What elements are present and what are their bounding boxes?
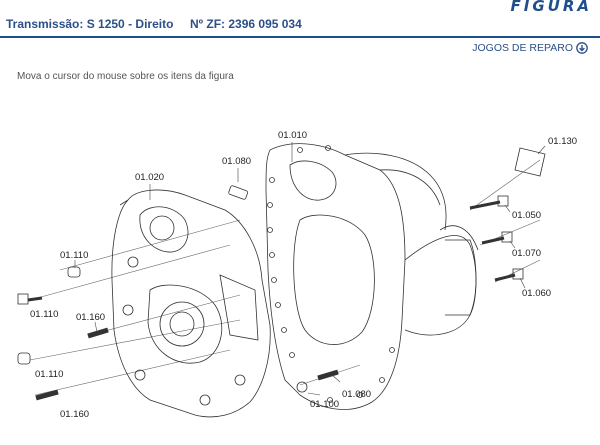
callout-01110a[interactable]: 01.110 bbox=[60, 250, 88, 261]
sleeve-part-01110a[interactable] bbox=[67, 266, 81, 278]
bolt-part-01070[interactable] bbox=[481, 231, 513, 245]
callout-01060[interactable]: 01.060 bbox=[522, 288, 551, 299]
zf-number: Nº ZF: 2396 095 034 bbox=[190, 17, 302, 31]
leader-lines bbox=[29, 159, 541, 396]
bolt-part-01110b[interactable] bbox=[17, 293, 43, 305]
callout-01010[interactable]: 01.010 bbox=[278, 130, 307, 141]
housing-cover-part[interactable] bbox=[111, 189, 271, 418]
instructions-text: Mova o cursor do mouse sobre os itens da… bbox=[17, 71, 234, 82]
plate-part-01130[interactable] bbox=[514, 147, 546, 177]
pin-part-01160a[interactable] bbox=[87, 327, 109, 339]
sleeve-part-01110c[interactable] bbox=[17, 352, 31, 365]
housing-bolt-holes bbox=[267, 145, 395, 403]
callout-01080a[interactable]: 01.080 bbox=[222, 156, 251, 167]
callout-01070[interactable]: 01.070 bbox=[512, 248, 541, 259]
callout-01160a[interactable]: 01.160 bbox=[76, 312, 105, 323]
callout-01100[interactable]: 01.100 bbox=[310, 399, 339, 410]
transmission-title: Transmissão: S 1250 - Direito bbox=[6, 17, 174, 31]
callout-01160b[interactable]: 01.160 bbox=[60, 409, 89, 420]
callout-01080b[interactable]: 01.080 bbox=[342, 389, 371, 400]
main-housing-part[interactable] bbox=[265, 143, 479, 410]
dowel-pin-part-01080a[interactable] bbox=[228, 185, 249, 200]
callout-01110b[interactable]: 01.110 bbox=[30, 309, 58, 320]
bolt-part-01050[interactable] bbox=[469, 195, 509, 210]
callout-01020[interactable]: 01.020 bbox=[135, 172, 164, 183]
repair-kits-link[interactable]: JOGOS DE REPARO bbox=[472, 42, 588, 54]
callout-leaders bbox=[74, 142, 546, 396]
header: FIGURA Transmissão: S 1250 - Direito Nº … bbox=[0, 0, 600, 40]
callout-01110c[interactable]: 01.110 bbox=[35, 369, 63, 380]
washer-part-01100[interactable] bbox=[296, 381, 308, 393]
header-divider bbox=[0, 36, 600, 38]
callout-01130[interactable]: 01.130 bbox=[548, 136, 577, 147]
bolt-part-01060[interactable] bbox=[494, 268, 524, 282]
pin-part-01160b[interactable] bbox=[35, 389, 59, 401]
arrow-down-circle-icon bbox=[576, 42, 588, 54]
repair-kits-label: JOGOS DE REPARO bbox=[472, 42, 573, 54]
callout-01050[interactable]: 01.050 bbox=[512, 210, 541, 221]
dowel-pin-part-01080b[interactable] bbox=[317, 369, 339, 381]
exploded-view-figure: 01.010 01.020 01.080 01.130 01.050 01.07… bbox=[17, 130, 577, 420]
brand-logo: FIGURA bbox=[510, 0, 592, 15]
